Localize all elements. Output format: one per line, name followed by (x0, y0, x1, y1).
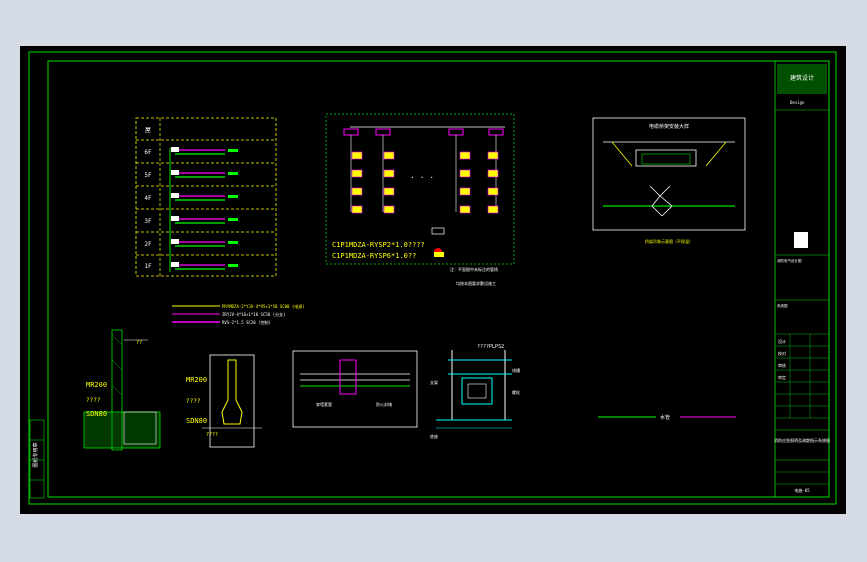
riser-row-label: 1F (144, 263, 152, 270)
wall3-label: 防火封堵 (376, 401, 392, 407)
bracket-label: 支架 (430, 379, 438, 385)
logo (777, 64, 827, 94)
bracket-label: 线槽 (512, 367, 520, 373)
signoff-row: 审核 (778, 362, 786, 368)
bracket-label: 螺栓 (512, 389, 520, 395)
legend-text: PRYMDZA-2*YJV-4*95+1*50 SC80 (电源) (222, 303, 305, 309)
bracket-detail: ????PLPS2 支架 线槽 螺栓 底座 (430, 344, 520, 439)
detail-caption: 桥架吊装示意图（不保温） (645, 238, 693, 244)
legend-text: ZRYJV-4*16+1*16 SC50 (分支) (222, 311, 285, 317)
system-diagram: . . . C1P1MDZA-RYSP2*1.0???? C1P1MDZA-RY… (325, 113, 515, 286)
system-note: 注：平面图中未标注的管线 (450, 266, 498, 272)
wall-detail-2: MR200 ???? SDN80 ???? (186, 354, 262, 448)
wall2-q: ???? (186, 398, 201, 405)
project-name: 消防电气设计图 (777, 258, 802, 263)
logo-sub: Design (790, 100, 805, 105)
sheet-name: 系统图 (777, 303, 788, 308)
drawing-name: 消防应急照明及疏散指示系统图 (774, 437, 830, 443)
wall1-qq: ?? (136, 340, 142, 346)
riser-row-label: 2F (144, 241, 152, 248)
water-pipe-legend: 水管 (598, 414, 736, 421)
riser-row-label: 屋 (145, 127, 151, 134)
signoff-row: 设计 (778, 338, 786, 344)
riser-row-label: 5F (144, 172, 152, 179)
wall2-mr: MR200 (186, 376, 207, 384)
bracket-label: 底座 (430, 433, 438, 439)
left-strip: 图纸专用章 (29, 419, 45, 499)
wall1-q: ???? (86, 397, 101, 404)
signoff-row: 审定 (778, 374, 786, 380)
system-cable-1: C1P1MDZA-RYSP2*1.0???? (332, 241, 425, 249)
riser-diagram: 屋 6F 5F 4F 3F 2F 1F (135, 117, 277, 277)
drawing-no: 电施-05 (794, 487, 810, 493)
inner-frame (47, 60, 830, 498)
left-strip-text: 图纸专用章 (32, 442, 39, 467)
riser-row-label: 6F (144, 149, 152, 156)
bracket-title: ????PLPS2 (477, 344, 504, 350)
wall1-sd: SDN80 (86, 410, 107, 418)
legend-text: RVS-2*1.5 SC20 (控制) (222, 319, 271, 325)
system-cable-2: C1P1MDZA-RYSP6*1.0?? (332, 252, 416, 260)
signoff-row: 校对 (778, 350, 786, 356)
title-block: 建筑设计 Design 消防电气设计图 系统图 设计 校对 审核 审定 消防应急… (774, 60, 830, 498)
legend-line-text: 水管 (660, 414, 670, 421)
qr-code (794, 232, 808, 248)
logo-text: 建筑设计 (790, 74, 814, 82)
riser-row-label: 3F (144, 218, 152, 225)
detail-top: 电缆桥架安装大样 桥架吊装示意图（不保温） (592, 117, 746, 244)
wall1-mr: MR200 (86, 381, 107, 389)
detail-title: 电缆桥架安装大样 (649, 123, 689, 130)
wall-detail-3: 穿墙套管 防火封堵 (292, 350, 418, 428)
wall-detail-1: MR200 ???? SDN80 ?? (83, 329, 161, 451)
riser-legend: PRYMDZA-2*YJV-4*95+1*50 SC80 (电源) ZRYJV-… (172, 303, 305, 325)
wall3-label: 穿墙套管 (316, 401, 332, 407)
drawing-canvas[interactable] (20, 46, 846, 514)
outer-frame (28, 51, 837, 505)
wall2-sd: SDN80 (186, 417, 207, 425)
system-dots: . . . (410, 171, 434, 180)
wall2-qq: ???? (206, 432, 218, 438)
riser-row-label: 4F (144, 195, 152, 202)
system-note: 均按本图要求敷设施工 (456, 280, 496, 286)
